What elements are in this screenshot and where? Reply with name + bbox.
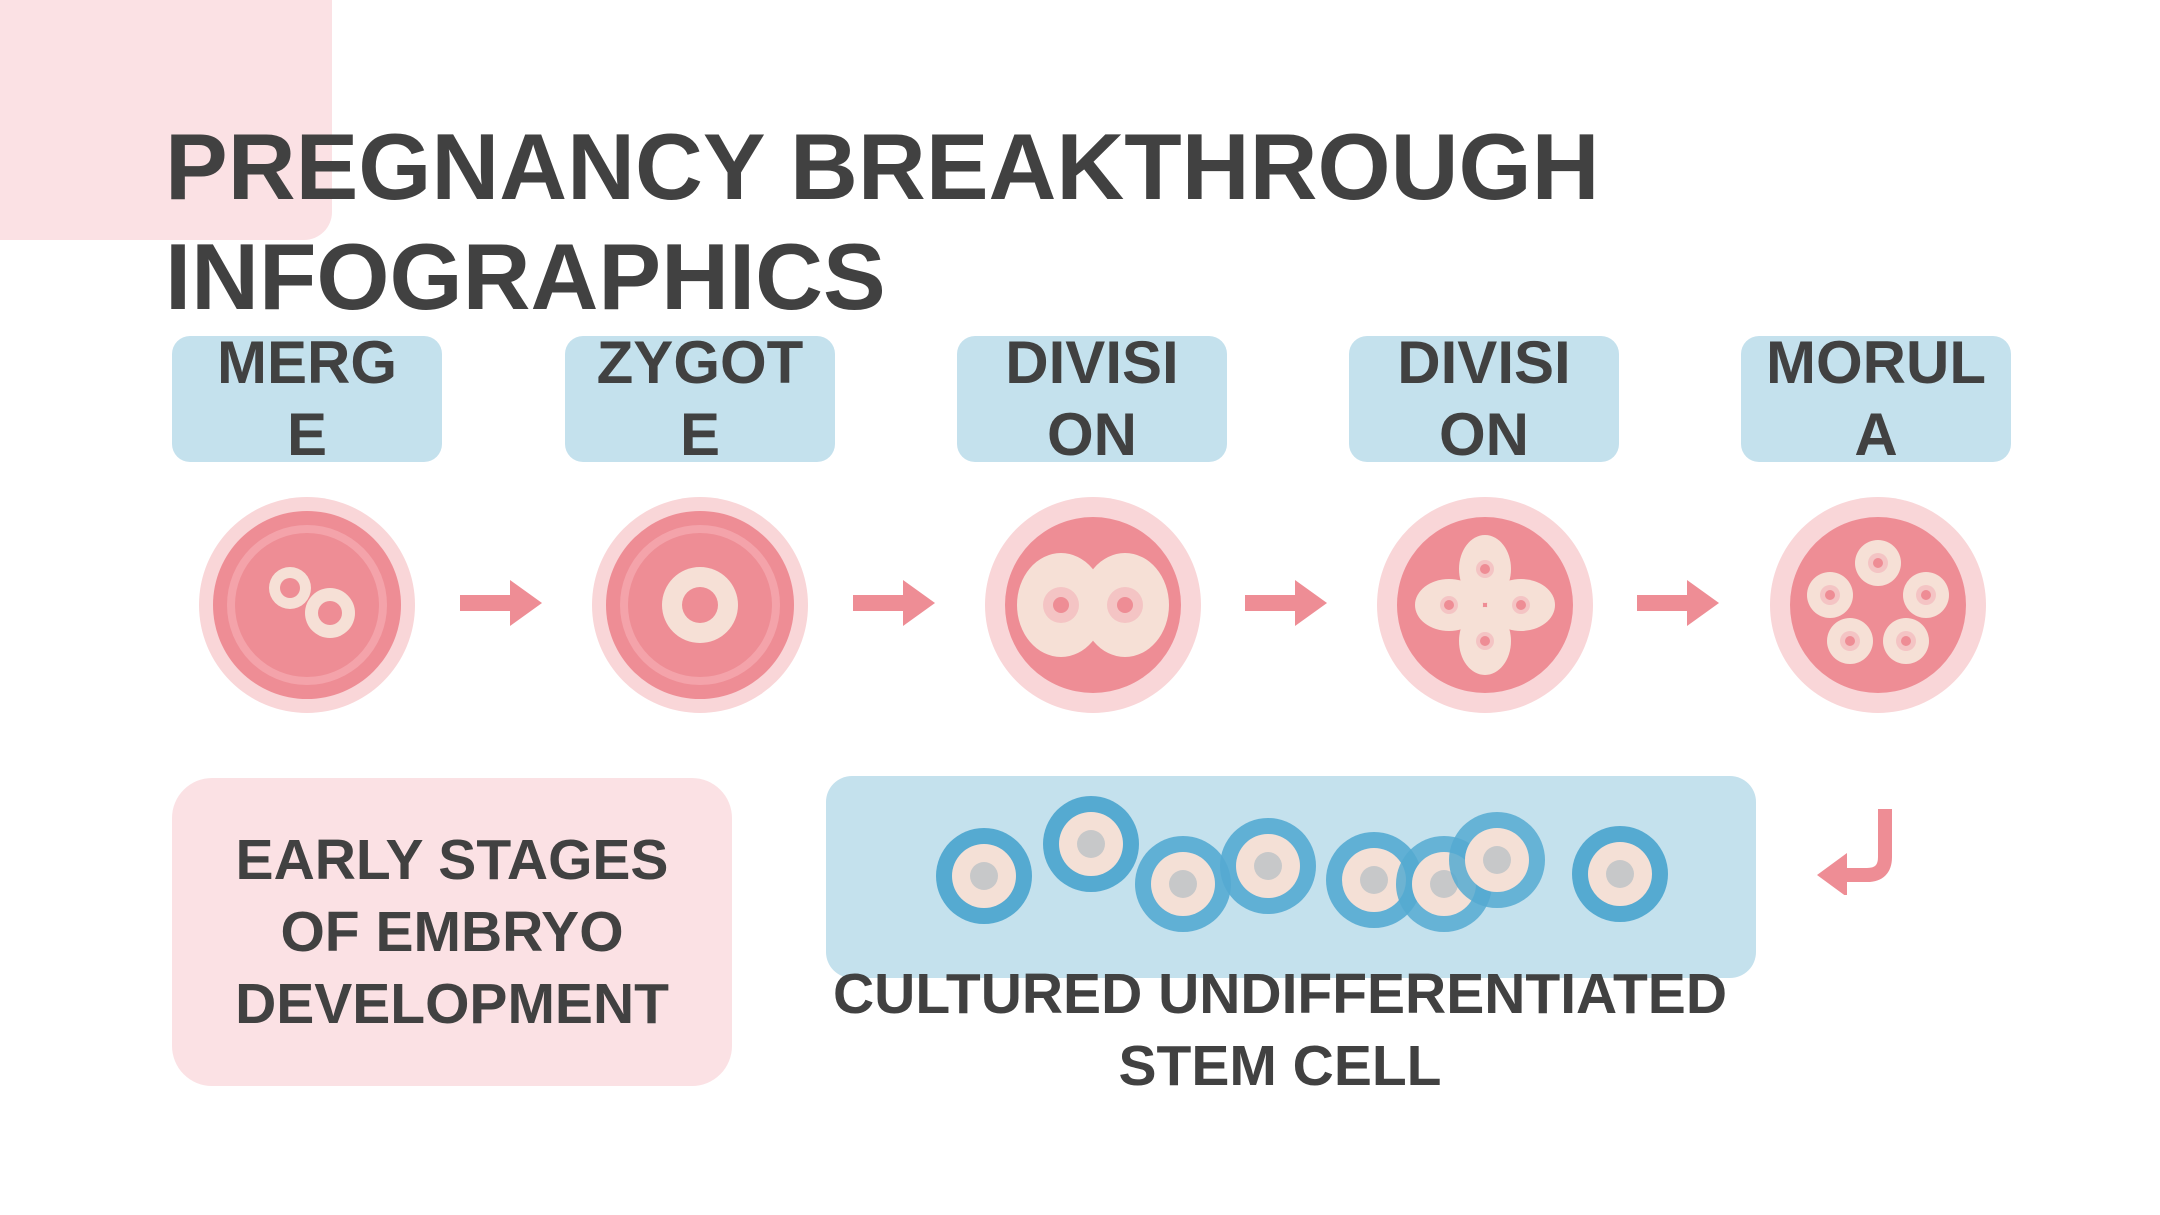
stem-cell-caption: CULTURED UNDIFFERENTIATED STEM CELL (760, 958, 1800, 1102)
merge-cell-icon (199, 497, 415, 713)
stage-label-merge: MERGE (172, 336, 442, 462)
stage-label-division-2: DIVISION (1349, 336, 1619, 462)
stage-label-zygote: ZYGOTE (565, 336, 835, 462)
division-2cell-icon (985, 497, 1201, 713)
stage-label-morula: MORULA (1741, 336, 2011, 462)
stem-cell-caption-line-1: CULTURED UNDIFFERENTIATED (833, 962, 1727, 1026)
summary-line-2: OF EMBRYO (280, 900, 624, 964)
summary-line-3: DEVELOPMENT (235, 972, 669, 1036)
division-4cell-icon (1377, 497, 1593, 713)
morula-cell-icon (1770, 497, 1986, 713)
arrow-right-icon (853, 580, 935, 626)
zygote-cell-icon (592, 497, 808, 713)
corner-decoration (0, 0, 332, 240)
stage-label-text: MORULA (1766, 336, 1986, 462)
arrow-right-icon (1637, 580, 1719, 626)
stage-label-text: MERGE (217, 336, 397, 462)
page-title: PREGNANCY BREAKTHROUGH INFOGRAPHICS (165, 112, 1865, 332)
stem-cell-caption-line-2: STEM CELL (1118, 1034, 1442, 1098)
arrow-right-icon (460, 580, 542, 626)
stage-label-text: DIVISION (1005, 336, 1179, 462)
stage-label-text: DIVISION (1397, 336, 1571, 462)
title-line-2: INFOGRAPHICS (165, 224, 886, 329)
arrow-right-icon (1245, 580, 1327, 626)
stem-cells-icon (936, 796, 1668, 932)
stage-label-text: ZYGOTE (596, 336, 804, 462)
stage-label-division-1: DIVISION (957, 336, 1227, 462)
title-line-1: PREGNANCY BREAKTHROUGH (165, 114, 1600, 219)
summary-line-1: EARLY STAGES (235, 828, 669, 892)
summary-box: EARLY STAGES OF EMBRYO DEVELOPMENT (172, 778, 732, 1086)
return-arrow-icon (1817, 809, 1892, 895)
